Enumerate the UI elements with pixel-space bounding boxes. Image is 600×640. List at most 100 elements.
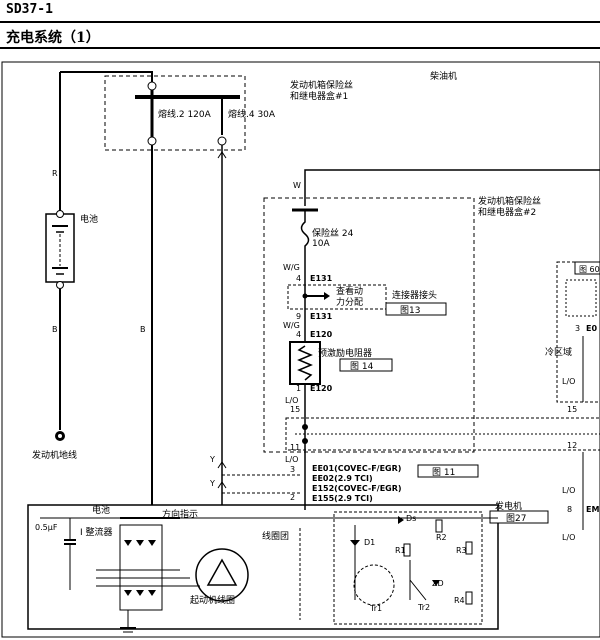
emr-label: EM	[586, 505, 599, 514]
fig13-box[interactable]	[385, 302, 447, 316]
lo1-label: L/O	[285, 396, 298, 405]
cold-zone-label: 冷区域	[545, 346, 572, 358]
connector-mark	[217, 151, 227, 159]
tr1-label: Tr1	[369, 604, 382, 613]
r4-label: R4	[454, 596, 465, 605]
relay-box-2-label: 和继电器盒#2	[478, 206, 536, 218]
diode-d1	[350, 540, 360, 546]
pin3-label: 3	[290, 465, 295, 474]
wire-w	[304, 169, 600, 206]
diesel-label: 柴油机	[430, 70, 457, 82]
pin8r-label: 8	[567, 505, 572, 514]
e155-label: E155(2.9 TCI)	[312, 494, 373, 503]
engine-box-2-label: 发动机箱保险丝	[478, 195, 541, 207]
ground-label: 发动机地线	[32, 449, 77, 461]
r1-label: R1	[395, 546, 406, 555]
fig13-label[interactable]: 图13	[400, 305, 420, 316]
pin2-label: 2	[290, 493, 295, 502]
pin15r-label: 15	[567, 405, 577, 414]
regulator-box	[333, 511, 483, 625]
connector-ref-label: 连接器接头	[392, 289, 437, 301]
preexcite-label: 预激励电阻器	[318, 347, 372, 359]
connector-strip	[285, 417, 600, 451]
fig14-label[interactable]: 图 14	[350, 361, 374, 372]
d2-label: Ds	[406, 514, 416, 523]
coil-label: 线圈团	[262, 530, 289, 542]
fig27-box[interactable]	[489, 510, 549, 524]
wire-y2-label: Y	[209, 479, 215, 488]
ee01-label: EE01(COVEC-F/EGR)	[312, 464, 401, 473]
pin3r-label: 3	[575, 324, 580, 333]
terminal	[147, 81, 157, 91]
zd-label: ZD	[432, 579, 444, 588]
lo-r1-label: L/O	[562, 377, 575, 386]
stator-coil	[195, 548, 249, 602]
relay-box-1-label: 和继电器盒#1	[290, 90, 348, 102]
wire-y1-label: Y	[209, 455, 215, 464]
engine-box-1-label: 发动机箱保险丝	[290, 79, 353, 91]
fuse4-label: 熔线.4 30A	[228, 108, 276, 120]
fig11-box[interactable]	[417, 464, 479, 478]
ee02-label: EE02(2.9 TCI)	[312, 474, 373, 483]
rectifier-bridge	[119, 524, 163, 611]
lo-r3-label: L/O	[562, 533, 575, 542]
wire-r-label: R	[52, 169, 58, 178]
e120a-label: E120	[310, 330, 333, 339]
resistor-r4	[465, 591, 473, 605]
resistor-r1	[403, 543, 411, 557]
stator-label: 起动机线圈	[190, 594, 235, 606]
power-dist-label-1: 查看动	[336, 285, 363, 297]
d1-label: D1	[364, 538, 375, 547]
wire-b-mid-label: B	[140, 325, 146, 334]
fig60-label[interactable]: 图 60	[579, 265, 600, 274]
power-dist-label-2: 力分配	[336, 296, 363, 308]
lo-r2-label: L/O	[562, 486, 575, 495]
battery-terminal-label: 电池	[92, 504, 110, 516]
fuse24-symbol	[300, 210, 310, 256]
pin1-label: 1	[296, 384, 301, 393]
e131a-label: E131	[310, 274, 333, 283]
battery-negative-terminal	[56, 281, 64, 289]
e120b-label: E120	[310, 384, 333, 393]
fig14-box[interactable]	[339, 358, 393, 372]
transistor-tr1	[353, 564, 395, 606]
fig60-box[interactable]	[574, 261, 600, 275]
wire-w-label: W	[293, 181, 301, 190]
lo2-label: L/O	[285, 455, 298, 464]
tr2-label: Tr2	[417, 603, 430, 612]
page-title: 充电系统（1）	[6, 30, 100, 46]
alternator-box	[27, 504, 499, 630]
r2-label: R2	[436, 533, 447, 542]
fig27-label[interactable]: 图27	[506, 513, 526, 524]
title-rule	[0, 47, 600, 49]
fig11-label[interactable]: 图 11	[432, 467, 455, 478]
pin9-label: 9	[296, 312, 301, 321]
capacitor-label: 0.5μF	[35, 523, 58, 532]
pin4b-label: 4	[296, 330, 301, 339]
e152-label: E152(COVEC-F/EGR)	[312, 484, 402, 493]
fuse2-label: 熔线.2 120A	[158, 108, 212, 120]
terminal	[217, 136, 227, 146]
rectifier-diodes	[124, 540, 156, 596]
terminal	[147, 136, 157, 146]
header-rule	[0, 21, 600, 23]
rectifier-label: I 整流器	[80, 526, 113, 538]
fuse-box-2	[263, 197, 475, 453]
e0r-label: E0	[586, 324, 597, 333]
r3-label: R3	[456, 546, 467, 555]
pin11-label: 11	[290, 443, 300, 452]
resistor-r3	[465, 541, 473, 555]
battery-label: 电池	[80, 213, 98, 225]
diode-ds	[398, 516, 404, 524]
zener-diode	[432, 580, 440, 586]
fuse24-amp-label: 10A	[312, 239, 330, 249]
fuse24-label: 保险丝 24	[312, 227, 354, 239]
wire-r-top	[60, 71, 153, 82]
battery-symbol	[45, 213, 75, 283]
pin15-label: 15	[290, 405, 300, 414]
e131b-label: E131	[310, 312, 333, 321]
page-code: SD37-1	[6, 2, 53, 17]
wg2-label: W/G	[283, 321, 300, 330]
fuse-box-1	[104, 75, 246, 151]
